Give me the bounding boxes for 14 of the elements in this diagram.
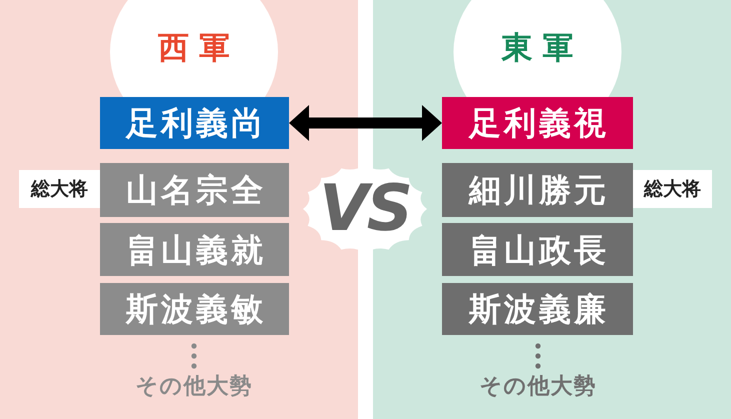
others-text: その他大勢 xyxy=(480,375,596,400)
name-box: 畠山義就 xyxy=(100,223,289,276)
name-box: 細川勝元 xyxy=(442,163,633,217)
name-box: 足利義視 xyxy=(442,97,633,149)
name-box: 山名宗全 xyxy=(100,163,289,217)
others-text: その他大勢 xyxy=(136,375,252,400)
name-box: 斯波義廉 xyxy=(442,283,633,335)
name-box: 畠山政長 xyxy=(442,223,633,276)
name-box: 斯波義敏 xyxy=(100,283,289,335)
rank-tag: 総大将 xyxy=(19,170,100,208)
name-box: 足利義尚 xyxy=(100,97,289,149)
vs-badge: VS xyxy=(303,165,427,253)
rank-tag: 総大将 xyxy=(633,170,712,208)
double-arrow xyxy=(289,105,442,141)
